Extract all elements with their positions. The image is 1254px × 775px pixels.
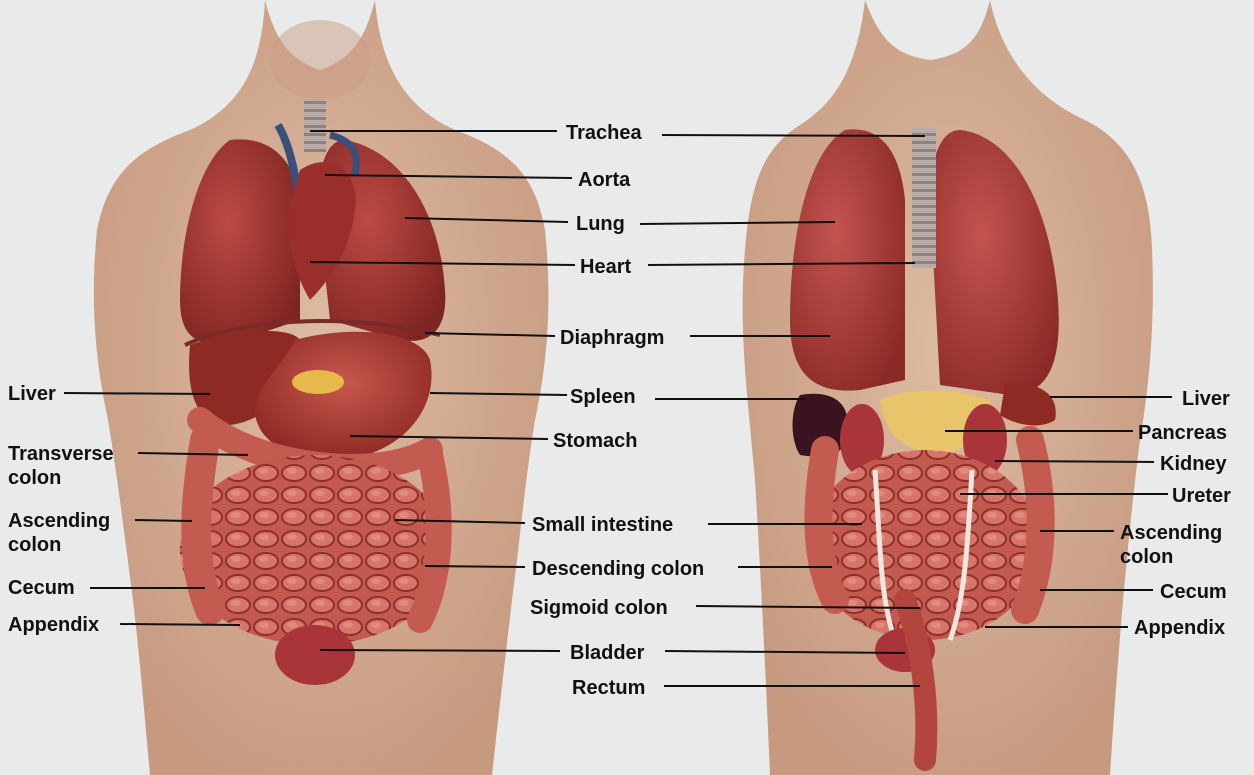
label-diaphragm: Diaphragm: [560, 327, 664, 349]
label-ascending-colon-front-line2: colon: [8, 534, 61, 556]
label-ascending-colon-back-line1: Ascending: [1120, 522, 1222, 544]
label-pancreas: Pancreas: [1138, 422, 1227, 444]
label-ureter: Ureter: [1172, 485, 1231, 507]
label-sigmoid-colon: Sigmoid colon: [530, 597, 668, 619]
back-torso: [743, 0, 1153, 775]
back-body-silhouette: [743, 0, 1153, 775]
label-trachea: Trachea: [566, 122, 642, 144]
label-appendix-front: Appendix: [8, 614, 99, 636]
label-appendix-back: Appendix: [1134, 617, 1225, 639]
front-bladder: [275, 625, 355, 685]
label-bladder: Bladder: [570, 642, 645, 664]
label-transverse-colon-line1: Transverse: [8, 443, 114, 465]
label-aorta: Aorta: [578, 169, 631, 191]
front-torso: [94, 0, 549, 775]
label-cecum-back: Cecum: [1160, 581, 1227, 603]
label-liver-front: Liver: [8, 383, 56, 405]
label-heart: Heart: [580, 256, 631, 278]
label-lung: Lung: [576, 213, 625, 235]
label-liver-back: Liver: [1182, 388, 1230, 410]
label-cecum-front: Cecum: [8, 577, 75, 599]
label-rectum: Rectum: [572, 677, 645, 699]
back-intestines: [810, 450, 1040, 640]
back-trachea: [912, 128, 936, 268]
label-stomach: Stomach: [553, 430, 637, 452]
front-trachea: [304, 100, 326, 152]
label-transverse-colon-line2: colon: [8, 467, 61, 489]
label-descending-colon: Descending colon: [532, 558, 704, 580]
label-ascending-colon-front-line1: Ascending: [8, 510, 110, 532]
label-kidney: Kidney: [1160, 453, 1228, 475]
label-ascending-colon-back-line2: colon: [1120, 546, 1173, 568]
label-small-intestine: Small intestine: [532, 514, 673, 536]
label-spleen: Spleen: [570, 386, 636, 408]
